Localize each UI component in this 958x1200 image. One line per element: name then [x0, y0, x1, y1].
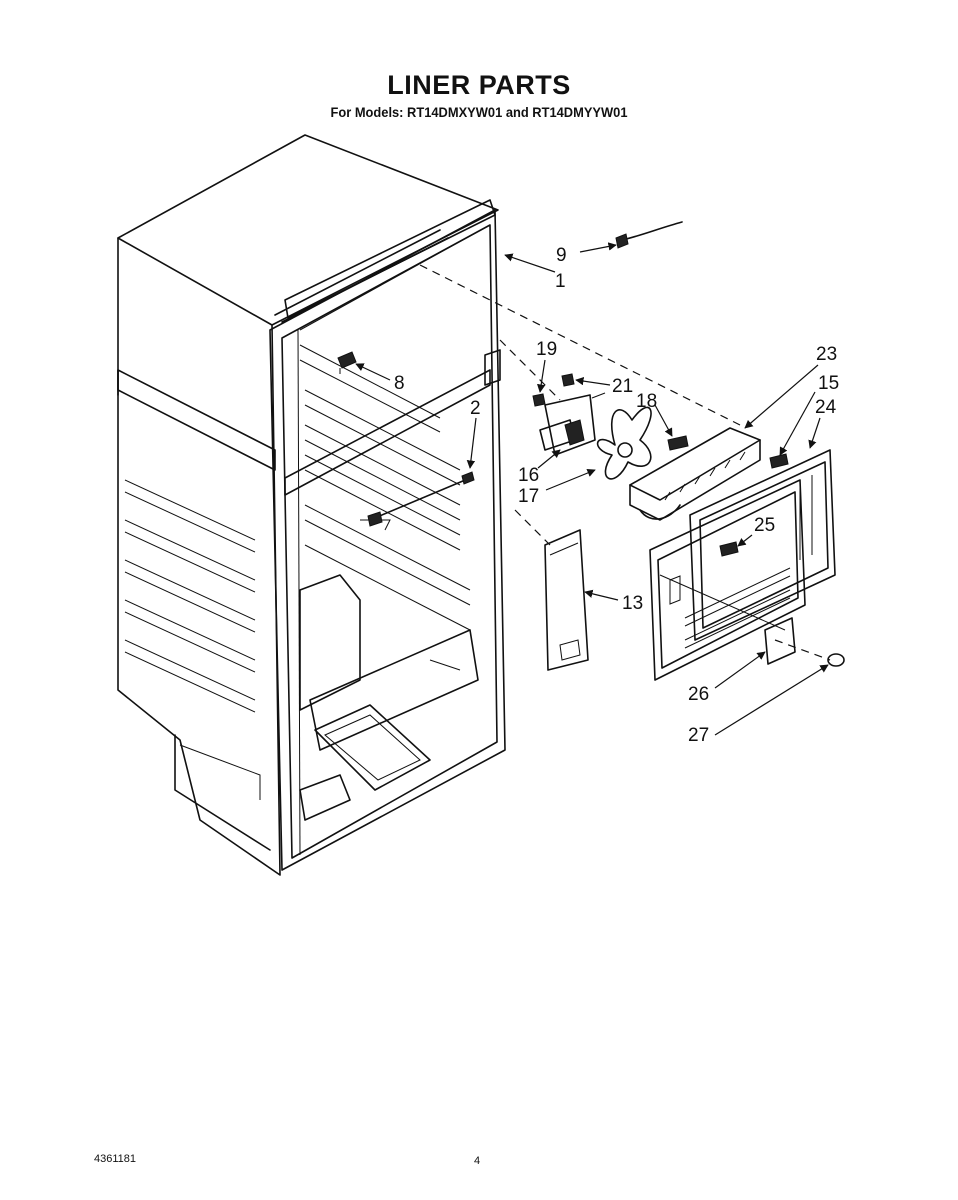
callout-15: 15: [818, 373, 839, 394]
page-number: 4: [474, 1155, 481, 1167]
callout-2: 2: [470, 398, 481, 419]
part-13-duct: [544, 529, 589, 671]
callout-25: 25: [754, 515, 775, 536]
part-8-clip: [337, 351, 357, 374]
callout-26: 26: [688, 684, 709, 705]
callout-9: 9: [556, 245, 567, 266]
rear-panel: [649, 479, 806, 681]
callout-23: 23: [816, 344, 837, 365]
part-23-fan-shroud: [629, 427, 761, 521]
document-number: 4361181: [94, 1153, 137, 1165]
callout-16: 16: [518, 465, 539, 486]
callout-21: 21: [612, 376, 633, 397]
callout-13: 13: [622, 593, 643, 614]
part-2-wire: [367, 471, 475, 527]
leader-lines: [355, 242, 829, 736]
part-27-plug: [827, 653, 845, 667]
fan-motor-assembly: [532, 373, 606, 456]
model-subtitle: For Models: RT14DMXYW01 and RT14DMYYW01: [330, 104, 628, 120]
callout-17: 17: [518, 486, 539, 507]
part-18-screw: [667, 435, 689, 451]
assembly-guide-lines: [419, 264, 831, 661]
callout-24: 24: [815, 397, 837, 418]
callout-27: 27: [688, 725, 709, 746]
callout-1: 1: [555, 271, 566, 292]
part-26-damper: [764, 617, 796, 665]
callout-19: 19: [536, 339, 557, 360]
part-17-fan-blade: [596, 406, 652, 480]
callout-18: 18: [636, 391, 657, 412]
part-15-screw: [769, 453, 789, 469]
page-title: LINER PARTS: [387, 70, 571, 100]
callout-8: 8: [394, 373, 405, 394]
part-25-screw: [719, 541, 739, 557]
part-9-harness: [615, 221, 683, 249]
callout-labels: 9 1 19 21 18 23 15 24 8 2 16 17 25 13 26…: [394, 245, 839, 746]
refrigerator-liner: [117, 134, 506, 876]
